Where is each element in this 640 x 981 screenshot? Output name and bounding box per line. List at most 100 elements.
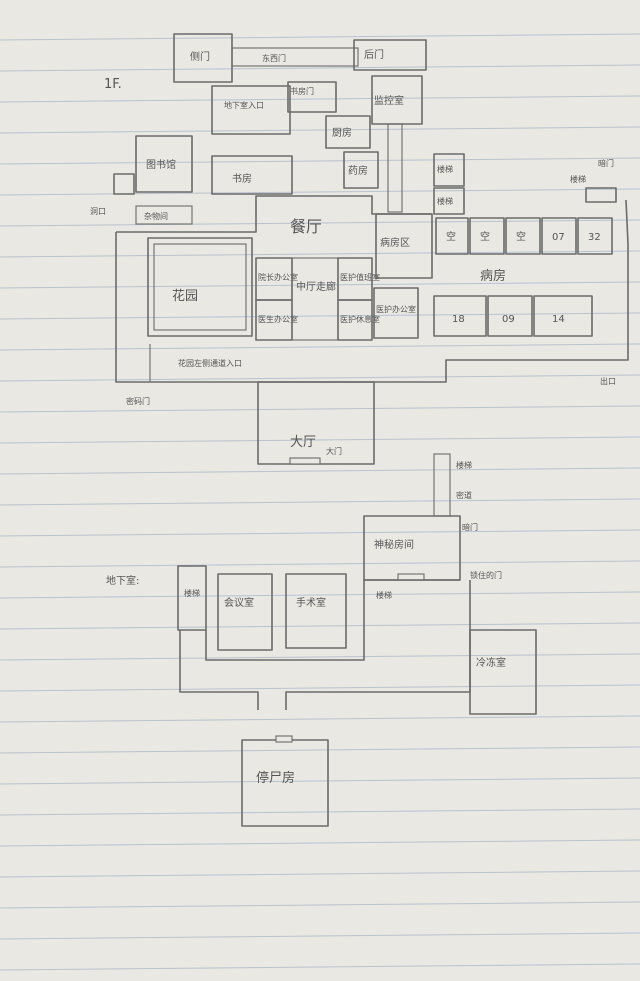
room-cold — [469, 629, 537, 715]
label-doctor-office: 医生办公室 — [258, 314, 298, 324]
room-ward — [375, 213, 433, 279]
rule-line — [0, 64, 640, 72]
main-door — [289, 457, 321, 465]
room-back-gate — [353, 39, 427, 71]
rule-line — [0, 653, 640, 661]
rule-line — [0, 498, 640, 506]
rule-line — [0, 312, 640, 320]
rule-line — [0, 839, 640, 847]
label-clinic-office: 医护办公室 — [376, 304, 416, 314]
rule-line — [0, 126, 640, 134]
morgue-door — [275, 735, 293, 743]
rule-line — [0, 436, 640, 444]
label-locked-door: 锁住的门 — [470, 570, 502, 580]
ward-room-3 — [505, 217, 541, 255]
label-secret-door: 密码门 — [126, 396, 150, 406]
label-main-door: 大门 — [326, 446, 342, 456]
label-hole: 洞口 — [90, 206, 106, 216]
label-kitchen: 厨房 — [332, 126, 352, 139]
label-room-1: 空 — [446, 230, 456, 243]
label-stairs-top: 楼梯 — [456, 460, 472, 470]
rule-line — [0, 250, 640, 258]
room-main-hall — [257, 381, 375, 465]
label-stair-c: 楼梯 — [376, 590, 392, 600]
ward-room-4 — [541, 217, 577, 255]
label-morgue: 停尸房 — [256, 770, 295, 786]
rule-line — [0, 715, 640, 723]
basement-stairs — [177, 565, 207, 631]
rule-line — [0, 622, 640, 630]
ward-room-7 — [487, 295, 533, 337]
label-1f: 1F. — [104, 77, 122, 92]
label-storage: 药房 — [348, 164, 368, 177]
label-main-hall: 大厅 — [290, 435, 316, 450]
rule-line — [0, 777, 640, 785]
label-stair-b: 楼梯 — [437, 196, 453, 206]
room-study — [211, 155, 293, 195]
label-ward: 病房区 — [380, 236, 410, 249]
label-room-3: 空 — [516, 230, 526, 243]
label-garden-path: 花园左侧通道入口 — [178, 358, 242, 368]
room-study-door — [287, 81, 337, 113]
wall-1f-outer — [115, 199, 629, 383]
rule-line — [0, 188, 640, 196]
stairs-east — [585, 187, 617, 203]
garden-inner — [153, 243, 247, 331]
label-side-gate: 侧门 — [190, 50, 210, 63]
label-room-5: 32 — [588, 232, 601, 243]
rule-line — [0, 374, 640, 382]
rule-line — [0, 405, 640, 413]
label-basement-stairs: 楼梯 — [184, 588, 200, 598]
rule-line — [0, 870, 640, 878]
ward-room-6 — [433, 295, 487, 337]
label-room-7: 09 — [502, 314, 515, 325]
locked-door — [397, 573, 425, 581]
ward-rooms-top: 空 空 空 07 32 — [435, 217, 613, 255]
label-stairs-east: 楼梯 — [570, 174, 586, 184]
ward-room-2 — [469, 217, 505, 255]
label-dining: 餐厅 — [290, 217, 322, 236]
label-study-door: 书房门 — [290, 86, 314, 96]
room-garden — [147, 237, 253, 337]
label-garden: 花园 — [172, 288, 198, 304]
rule-line — [0, 808, 640, 816]
secret-passage — [433, 453, 451, 517]
rule-line — [0, 219, 640, 227]
label-library: 图书馆 — [146, 158, 176, 171]
rule-line — [0, 746, 640, 754]
label-director-office: 院长办公室 — [258, 272, 298, 282]
label-nurse-station: 医护值班室 — [340, 272, 380, 282]
label-back-gate: 后门 — [364, 48, 384, 61]
rule-line — [0, 529, 640, 537]
room-storage — [343, 151, 379, 189]
stairs-a — [433, 153, 465, 187]
label-room-6: 18 — [452, 314, 465, 325]
rule-line — [0, 684, 640, 692]
corridor-top — [231, 47, 359, 67]
label-stair-a: 楼梯 — [437, 164, 453, 174]
room-operating — [285, 573, 347, 649]
label-lounge: 医护休息室 — [340, 314, 380, 324]
label-room-4: 07 — [552, 232, 565, 243]
label-basement: 地下室: — [106, 574, 139, 587]
ward-room-8 — [533, 295, 593, 337]
rule-line — [0, 560, 640, 568]
rule-line — [0, 343, 640, 351]
ward-room-5 — [577, 217, 613, 255]
rule-line — [0, 963, 640, 971]
label-ward-corridor: 病房 — [480, 268, 506, 284]
label-cold: 冷冻室 — [476, 656, 506, 669]
rule-line — [0, 281, 640, 289]
ward-room-1 — [435, 217, 469, 255]
rule-line — [0, 467, 640, 475]
label-tool: 杂物间 — [144, 211, 168, 221]
label-control: 监控室 — [374, 94, 404, 107]
label-hidden-door: 暗门 — [462, 522, 478, 532]
label-meeting: 会议室 — [224, 596, 254, 609]
rule-line — [0, 901, 640, 909]
room-basement-entrance — [211, 85, 291, 135]
label-middle-hall: 中厅走廊 — [296, 280, 336, 293]
room-hole — [113, 173, 135, 195]
ward-rooms-bottom: 18 09 14 — [433, 295, 593, 337]
